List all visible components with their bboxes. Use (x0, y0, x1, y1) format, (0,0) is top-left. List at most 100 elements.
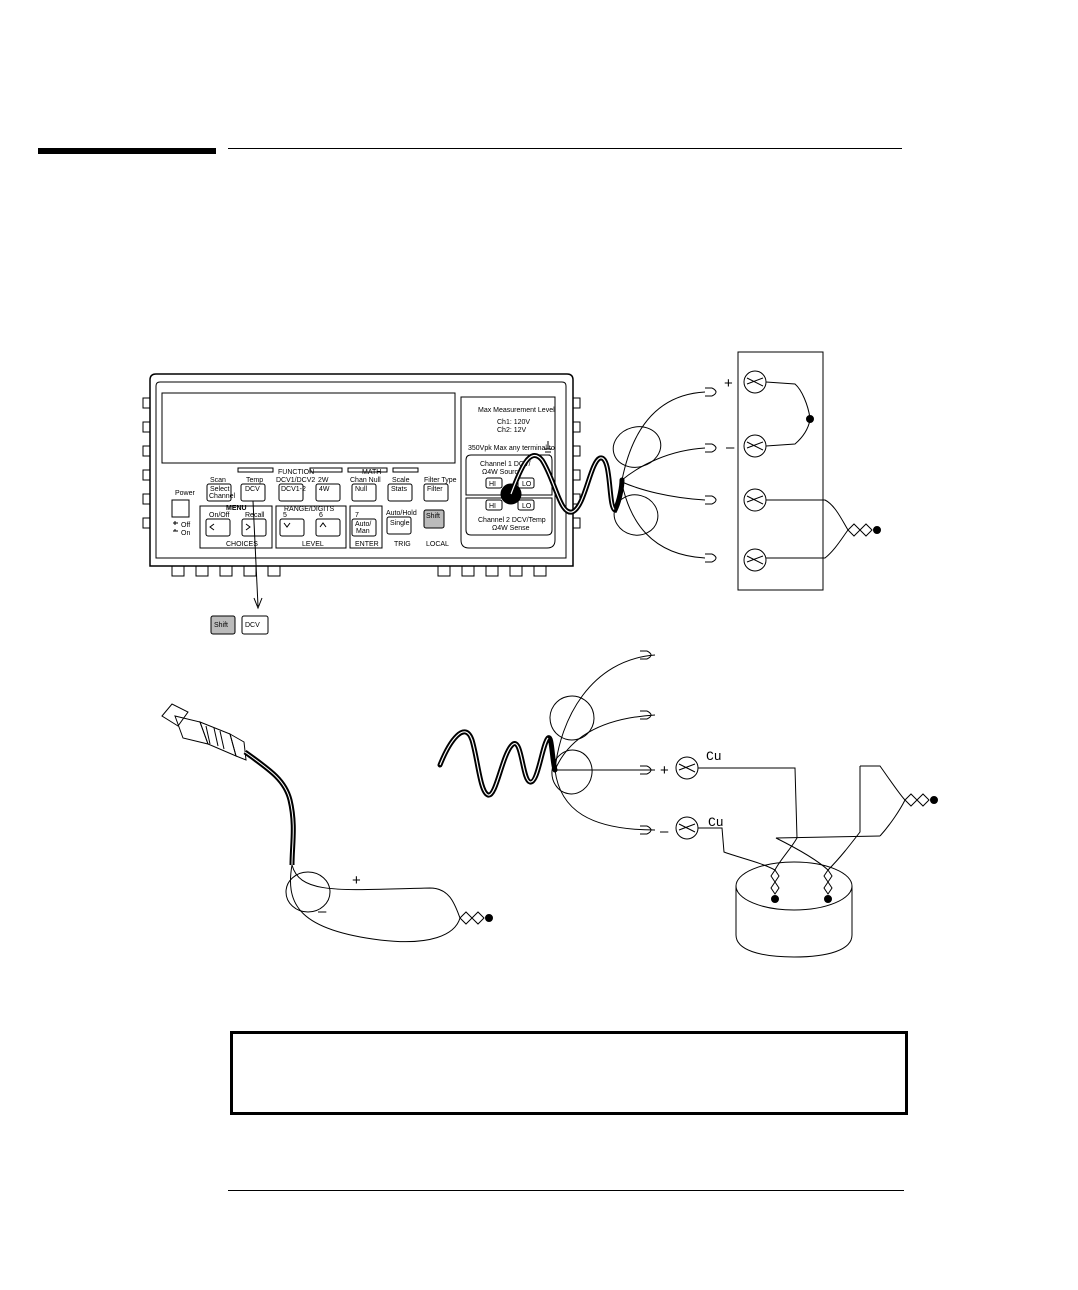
meter-side-grip-left (142, 397, 151, 529)
dcv-key[interactable]: DCV (240, 483, 266, 502)
ohm-4w-key[interactable]: 4W (315, 483, 341, 502)
choices-label: CHOICES (226, 541, 258, 548)
select-channel-key[interactable]: Select Channel (206, 483, 236, 502)
power-button[interactable] (171, 499, 190, 518)
auto-man-key[interactable]: Auto/ Man (351, 518, 377, 537)
filter-type-label: Filter Type (424, 477, 457, 484)
upper-minus-label: – (726, 439, 735, 456)
shift-key[interactable]: Shift (423, 509, 445, 529)
twist-ring-upper-1 (612, 426, 662, 468)
lower-minus-label: – (660, 823, 669, 840)
twisted-cable-lower-outline (439, 731, 549, 796)
twist-ring-lower-2 (551, 749, 593, 795)
spade-lug-5 (640, 650, 652, 660)
svg-text:Man: Man (356, 528, 370, 535)
range-digits-header: RANGE/DIGITS (284, 506, 335, 513)
twist-ring-lower-1 (549, 695, 595, 741)
ch2-hi-terminal[interactable]: HI (485, 499, 503, 511)
spade-lug-3 (705, 495, 717, 505)
on-off-label: On/Off (209, 512, 230, 519)
svg-text:DCV: DCV (245, 486, 260, 493)
ch1-subtitle: Ω4W Source (482, 469, 522, 476)
spade-lug-2 (705, 443, 717, 453)
thermocouple-tip-lower (904, 793, 938, 807)
right-arrow-icon (245, 523, 251, 531)
enter-label: ENTER (355, 541, 379, 548)
svg-text:Shift: Shift (214, 622, 228, 629)
ch1-title: Channel 1 DCV/ (480, 461, 531, 468)
ice-bath-wires (698, 765, 906, 871)
spade-lug-1 (705, 387, 717, 397)
footer-rule (228, 1190, 904, 1191)
svg-text:Filter: Filter (427, 486, 443, 493)
single-key[interactable]: Single (386, 516, 412, 535)
stats-key[interactable]: Stats (387, 483, 413, 502)
shift-key-callout: Shift (210, 615, 236, 635)
screw-terminal-3 (743, 488, 767, 512)
ohm-2w-label: 2W (318, 477, 329, 484)
scan-label: Scan (210, 477, 226, 484)
cu-label-plus: Cu (706, 749, 722, 764)
ch2-limit-label: Ch2: 12V (497, 427, 527, 434)
terminal-block (737, 351, 849, 591)
svg-text:4W: 4W (319, 486, 330, 493)
digit-5-label: 5 (283, 512, 287, 519)
header-thick-rule (38, 148, 216, 154)
dcv-ratio-label: DCV1/DCV2 (276, 477, 315, 484)
ch1-limit-label: Ch1: 120V (497, 419, 530, 426)
temp-label: Temp (246, 477, 263, 484)
recall-label: Recall (245, 512, 265, 519)
svg-text:Single: Single (390, 520, 410, 527)
note-box (230, 1031, 908, 1115)
null-key[interactable]: Null (351, 483, 377, 502)
upper-plus-label: + (724, 375, 733, 392)
svg-text:Shift: Shift (426, 513, 440, 520)
spade-lug-8 (640, 825, 652, 835)
left-arrow-key[interactable] (205, 518, 231, 537)
up-arrow-key[interactable] (315, 518, 341, 537)
off-label: Off (181, 522, 190, 529)
auto-hold-label: Auto/Hold (386, 510, 417, 517)
thermocouple-probe (161, 703, 247, 761)
cu-screw-minus (675, 816, 699, 840)
dcv-diff-key[interactable]: DCV1-2 (278, 483, 306, 502)
key-pointer-arrow (252, 500, 259, 607)
probe-minus-label: – (318, 903, 327, 920)
twisted-cable-lower (437, 729, 558, 798)
svg-text:LO: LO (522, 503, 532, 510)
ch2-lo-terminal[interactable]: LO (517, 499, 535, 511)
thermocouple-tip-upper (847, 523, 881, 537)
function-header: FUNCTION (278, 469, 314, 476)
multimeter-front-panel: Power Off On FUNCTION MATH Scan Temp DCV… (142, 373, 581, 577)
reference-junction-bath (735, 861, 853, 958)
dcv-key-callout: DCV (241, 615, 269, 635)
down-arrow-key[interactable] (279, 518, 305, 537)
ch1-hi-terminal[interactable]: HI (485, 477, 503, 489)
lower-plus-label: + (660, 762, 669, 779)
filter-key[interactable]: Filter (423, 483, 449, 502)
ch1-lo-terminal[interactable]: LO (517, 477, 535, 489)
digit-7-label: 7 (355, 512, 359, 519)
meter-display (161, 392, 456, 464)
arrow-head-icon (253, 597, 263, 610)
left-arrow-icon (209, 523, 215, 531)
spade-lug-6 (640, 710, 652, 720)
probe-cable (243, 749, 296, 866)
ref-junction-right (823, 869, 833, 903)
probe-cable-outline (244, 751, 294, 866)
scale-label: Scale (392, 477, 410, 484)
thermocouple-tip-probe (459, 911, 493, 925)
svg-text:Null: Null (355, 486, 368, 493)
header-thin-rule (228, 148, 902, 149)
math-header: MATH (362, 469, 381, 476)
screw-terminal-4 (743, 548, 767, 572)
down-arrow-icon (283, 522, 291, 528)
cu-label-minus: Cu (708, 815, 724, 830)
svg-text:Select: Select (210, 486, 230, 493)
thermocouple-junction-dot (806, 415, 814, 423)
max-any-terminal-label: 350Vpk Max any terminal to (468, 445, 555, 452)
trig-label: TRIG (394, 541, 411, 548)
probe-plus-label: + (352, 872, 361, 889)
screw-terminal-2 (743, 434, 767, 458)
screw-terminal-1 (743, 370, 767, 394)
